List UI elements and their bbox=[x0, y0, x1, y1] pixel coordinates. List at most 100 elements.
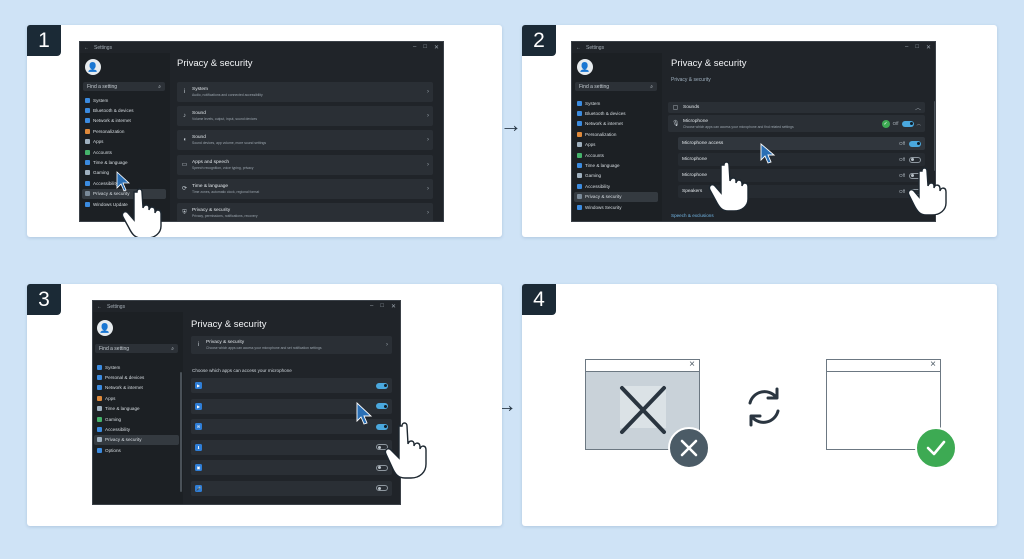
nav-icon bbox=[85, 149, 90, 155]
avatar[interactable]: 👤 bbox=[97, 320, 113, 336]
minimize-icon[interactable]: – bbox=[370, 303, 374, 309]
close-icon[interactable]: ✕ bbox=[925, 45, 931, 51]
sidebar-item[interactable]: Accessibility bbox=[574, 181, 658, 191]
microphone-toggle[interactable] bbox=[901, 120, 914, 127]
close-icon[interactable]: × bbox=[930, 359, 936, 370]
app-permission-row[interactable]: ▶ bbox=[191, 378, 392, 393]
sidebar-item[interactable]: Gaming bbox=[574, 171, 658, 181]
app-toggle[interactable] bbox=[376, 423, 388, 430]
scrollbar[interactable] bbox=[180, 372, 182, 492]
sidebar-item[interactable]: Apps bbox=[574, 140, 658, 150]
sidebar-item[interactable]: Time & language bbox=[94, 404, 179, 414]
app-permission-row[interactable]: ▣ bbox=[191, 460, 392, 475]
sidebar-item[interactable]: System bbox=[574, 98, 658, 108]
app-toggle[interactable] bbox=[376, 464, 388, 471]
maximize-icon[interactable]: □ bbox=[380, 303, 384, 309]
search-input[interactable]: Find a setting ⌕ bbox=[575, 82, 657, 91]
minimize-icon[interactable]: – bbox=[905, 44, 909, 50]
close-icon[interactable]: ✕ bbox=[390, 304, 396, 310]
speech-exclusions-link[interactable]: Speech & exclusions bbox=[671, 213, 714, 218]
nav-icon bbox=[97, 385, 102, 391]
avatar[interactable]: 👤 bbox=[577, 59, 593, 75]
app-toggle[interactable] bbox=[376, 444, 388, 450]
sidebar-item[interactable]: Options bbox=[94, 445, 179, 455]
search-input[interactable]: Find a setting ⌕ bbox=[83, 82, 165, 91]
sidebar-item[interactable]: System bbox=[94, 362, 179, 372]
back-arrow-icon[interactable]: ← bbox=[84, 44, 89, 51]
sidebar-item-label: Bluetooth & devices bbox=[93, 108, 134, 114]
sidebar-item[interactable]: Accessibility bbox=[94, 424, 179, 434]
nav-icon bbox=[577, 100, 582, 106]
sidebar-item[interactable]: Accounts bbox=[82, 147, 166, 157]
sidebar-item[interactable]: Time & language bbox=[574, 160, 658, 170]
sidebar-item[interactable]: Time & language bbox=[82, 157, 166, 167]
microphone-row[interactable]: 🎙 Microphone Choose which apps can acces… bbox=[668, 115, 925, 132]
sidebar-item[interactable]: Bluetooth & devices bbox=[574, 108, 658, 118]
sidebar-item-label: Network & internet bbox=[105, 385, 143, 391]
sidebar-item[interactable]: Apps bbox=[82, 137, 166, 147]
app-permission-row[interactable]: ✉ bbox=[191, 419, 392, 434]
sidebar-item[interactable]: Accounts bbox=[574, 150, 658, 160]
search-icon: ⌕ bbox=[158, 83, 161, 90]
sidebar-item[interactable]: Gaming bbox=[82, 168, 166, 178]
search-input[interactable]: Find a setting ⌕ bbox=[95, 344, 178, 353]
avatar[interactable]: 👤 bbox=[85, 59, 101, 75]
sidebar-item[interactable]: Privacy & security bbox=[82, 188, 166, 199]
search-placeholder: Find a setting bbox=[99, 345, 130, 352]
back-arrow-icon[interactable]: ← bbox=[97, 303, 102, 310]
maximize-icon[interactable]: □ bbox=[915, 44, 919, 50]
app-permission-row[interactable]: ⬇ bbox=[191, 439, 392, 455]
back-arrow-icon[interactable]: ← bbox=[576, 44, 581, 51]
app-toggle[interactable] bbox=[376, 403, 388, 409]
minimize-icon[interactable]: – bbox=[413, 44, 417, 50]
scrollbar[interactable] bbox=[934, 101, 935, 171]
app-permission-row[interactable]: ▶ bbox=[191, 398, 392, 414]
sidebar-item[interactable]: Apps bbox=[94, 393, 179, 403]
subrow-toggle[interactable] bbox=[909, 156, 921, 163]
step-2-panel: 2 ← Settings –□✕ 👤 Find a setting ⌕ Syst… bbox=[522, 25, 997, 237]
sidebar-item[interactable]: Windows Update bbox=[82, 199, 166, 209]
sidebar-item[interactable]: Network & internet bbox=[94, 383, 179, 393]
sidebar-item[interactable]: Personalization bbox=[574, 129, 658, 139]
microphone-icon: 🎙 bbox=[672, 121, 680, 127]
sidebar-item[interactable]: Privacy & security bbox=[574, 191, 658, 202]
nav-icon bbox=[85, 139, 90, 145]
sidebar-item[interactable]: Personalization bbox=[82, 126, 166, 136]
sidebar-item-label: Time & language bbox=[585, 163, 620, 169]
sidebar-item[interactable]: Network & internet bbox=[82, 116, 166, 126]
sidebar-item[interactable]: Network & internet bbox=[574, 119, 658, 129]
info-icon: i bbox=[197, 342, 200, 348]
sidebar-item[interactable]: Privacy & security bbox=[94, 434, 179, 446]
app-permission-row[interactable]: 🎤 bbox=[191, 480, 392, 496]
sidebar-item[interactable]: System bbox=[82, 95, 166, 105]
sidebar-item[interactable]: Gaming bbox=[94, 414, 179, 424]
sidebar-item[interactable]: Bluetooth & devices bbox=[82, 105, 166, 115]
sidebar-item[interactable]: Accessibility bbox=[82, 178, 166, 188]
maximize-icon[interactable]: □ bbox=[423, 44, 427, 50]
sidebar-item-label: Accounts bbox=[585, 152, 604, 158]
subrow-toggle[interactable] bbox=[909, 140, 921, 147]
app-toggle[interactable] bbox=[376, 485, 388, 491]
nav-icon bbox=[97, 416, 102, 422]
close-icon[interactable]: ✕ bbox=[433, 45, 439, 51]
section-header-sounds[interactable]: ▢ Sounds ︿ bbox=[668, 102, 925, 113]
privacy-security-row[interactable]: i Privacy & security Choose which apps c… bbox=[191, 336, 392, 354]
close-icon[interactable]: × bbox=[689, 359, 695, 370]
microphone-title: Microphone bbox=[683, 118, 709, 124]
row-description: Time zones, automatic clock, regional fo… bbox=[192, 189, 260, 194]
sidebar-item-label: Apps bbox=[93, 139, 104, 145]
nav-icon bbox=[97, 447, 102, 453]
app-toggle[interactable] bbox=[376, 382, 388, 389]
sidebar-item[interactable]: Windows Security bbox=[574, 202, 658, 212]
sidebar-item[interactable]: Personal & devices bbox=[94, 372, 179, 382]
